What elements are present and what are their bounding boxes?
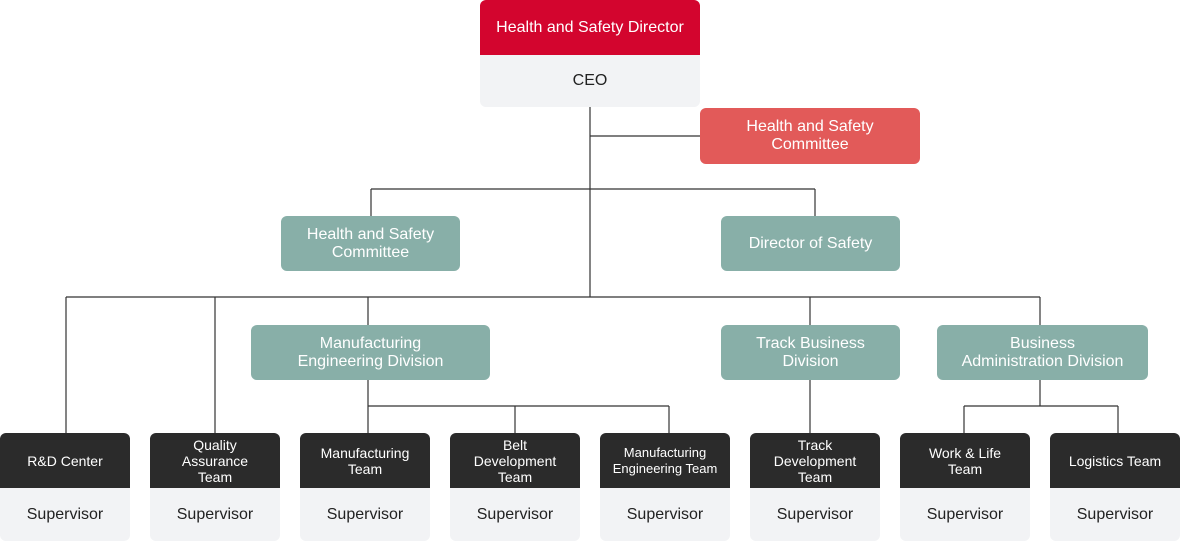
team-belt-development: Belt Development Team xyxy=(450,433,580,488)
team-manufacturing: Manufacturing Team xyxy=(300,433,430,488)
manufacturing-engineering-division-box: Manufacturing Engineering Division xyxy=(251,325,490,380)
team-logistics: Logistics Team xyxy=(1050,433,1180,488)
team-quality-assurance: Quality Assurance Team xyxy=(150,433,280,488)
health-safety-director-box: Health and Safety Director xyxy=(480,0,700,55)
team-supervisor-label: Supervisor xyxy=(150,488,280,541)
team-work-life: Work & Life Team xyxy=(900,433,1030,488)
health-safety-committee-box: Health and Safety Committee xyxy=(281,216,460,271)
team-supervisor-label: Supervisor xyxy=(300,488,430,541)
ceo-label: CEO xyxy=(480,55,700,107)
track-business-division-box: Track Business Division xyxy=(721,325,900,380)
team-rd-center: R&D Center xyxy=(0,433,130,488)
team-supervisor-label: Supervisor xyxy=(900,488,1030,541)
director-of-safety-box: Director of Safety xyxy=(721,216,900,271)
team-manufacturing-engineering: Manufacturing Engineering Team xyxy=(600,433,730,488)
team-track-development: Track Development Team xyxy=(750,433,880,488)
business-administration-division-box: Business Administration Division xyxy=(937,325,1148,380)
team-supervisor-label: Supervisor xyxy=(1050,488,1180,541)
team-supervisor-label: Supervisor xyxy=(750,488,880,541)
team-supervisor-label: Supervisor xyxy=(0,488,130,541)
side-health-safety-committee-box: Health and Safety Committee xyxy=(700,108,920,164)
team-supervisor-label: Supervisor xyxy=(450,488,580,541)
team-supervisor-label: Supervisor xyxy=(600,488,730,541)
